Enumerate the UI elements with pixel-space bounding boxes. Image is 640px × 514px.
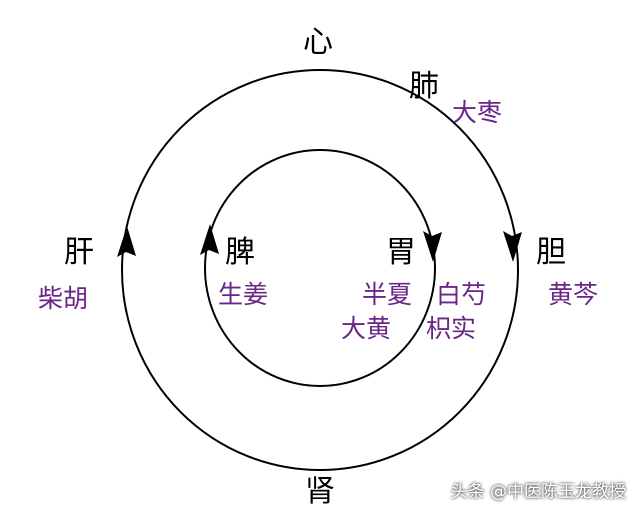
herb-zhi-shi: 枳实 — [426, 314, 477, 343]
inner-right-arrow-icon — [423, 231, 442, 262]
organ-lung: 肺 — [409, 69, 439, 104]
watermark-text: 头条 @中医陈玉龙教授 — [450, 482, 626, 502]
herb-huang-qin: 黄芩 — [548, 280, 599, 309]
outer-circle — [121, 69, 519, 471]
herb-sheng-jiang: 生姜 — [218, 280, 269, 309]
inner-circle — [204, 149, 436, 387]
herb-chai-hu: 柴胡 — [38, 284, 89, 313]
organ-heart: 心 — [303, 25, 333, 60]
organ-gallbladder: 胆 — [536, 235, 566, 270]
herb-ban-xia: 半夏 — [362, 280, 413, 309]
outer-right-arrow-icon — [503, 231, 522, 262]
herb-da-huang: 大黄 — [341, 314, 392, 343]
organ-spleen: 脾 — [225, 235, 255, 270]
organ-kidney: 肾 — [305, 474, 335, 509]
herb-bai-shao: 白芍 — [436, 280, 487, 309]
organ-liver: 肝 — [64, 235, 94, 270]
herb-da-zao: 大枣 — [452, 98, 503, 127]
organ-stomach: 胃 — [386, 235, 416, 270]
inner-left-arrow-icon — [200, 224, 219, 255]
outer-left-arrow-icon — [117, 226, 136, 257]
